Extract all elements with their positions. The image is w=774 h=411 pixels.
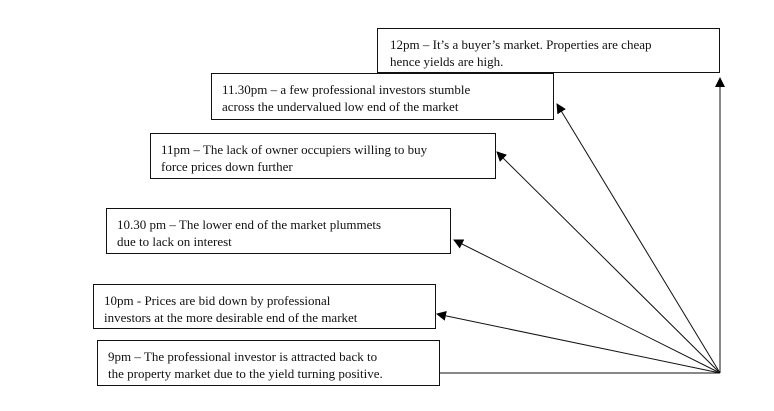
stage-text: 10pm - Prices are bid down by profession… (104, 293, 331, 308)
stage-text: across the undervalued low end of the ma… (222, 99, 459, 114)
stage-text: 11.30pm – a few professional investors s… (222, 82, 471, 97)
arrow-to-10pm (436, 310, 721, 374)
arrow-to-1130pm (556, 103, 721, 374)
stage-text: 10.30 pm – The lower end of the market p… (117, 217, 382, 232)
stage-box-9pm: 9pm – The professional investor is attra… (97, 340, 440, 386)
stage-box-11pm: 11pm – The lack of owner occupiers willi… (150, 133, 496, 179)
stage-box-10pm: 10pm - Prices are bid down by profession… (93, 284, 436, 329)
arrow-to-1030pm (453, 239, 721, 374)
stage-text: 11pm – The lack of owner occupiers willi… (161, 142, 428, 157)
stage-text: the property market due to the yield tur… (108, 366, 383, 381)
stage-box-1130pm: 11.30pm – a few professional investors s… (211, 73, 554, 120)
stage-box-1030pm: 10.30 pm – The lower end of the market p… (106, 208, 451, 254)
stage-text: force prices down further (161, 159, 293, 174)
stage-box-12pm: 12pm – It’s a buyer’s market. Properties… (377, 28, 720, 73)
stage-text: hence yields are high. (390, 54, 504, 69)
stage-text: investors at the more desirable end of t… (104, 310, 358, 325)
stage-text: 12pm – It’s a buyer’s market. Properties… (390, 37, 652, 52)
stage-text: 9pm – The professional investor is attra… (108, 349, 378, 364)
arrow-to-11pm (496, 151, 721, 374)
stage-text: due to lack on interest (117, 234, 232, 249)
